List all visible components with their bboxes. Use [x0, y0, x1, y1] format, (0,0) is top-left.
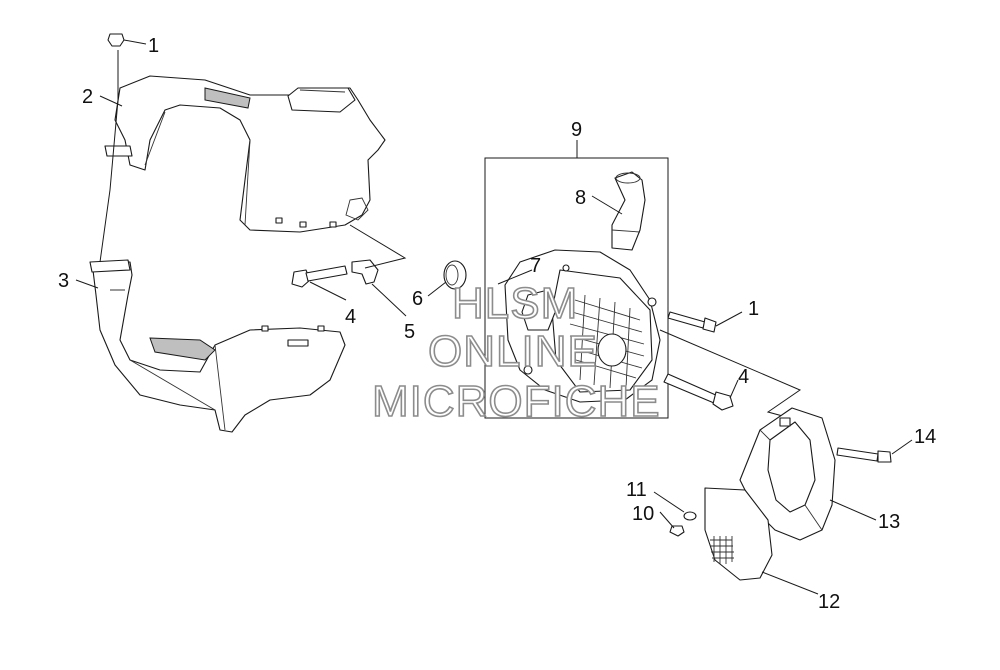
- callout-14: 14: [914, 426, 936, 448]
- watermark-line-3: MICROFICHE: [372, 377, 661, 426]
- part-fan-housing: [504, 249, 661, 403]
- leader-cover-group: [659, 329, 802, 419]
- part-hose: [611, 171, 646, 251]
- callout-6: 6: [412, 288, 423, 310]
- callout-1-top: 1: [148, 35, 159, 57]
- part-lower-shroud: [89, 259, 346, 433]
- part-screw-top: [107, 33, 125, 47]
- watermark-line-2: ONLINE: [428, 327, 598, 376]
- part-nut: [669, 525, 685, 537]
- watermark: HLSM ONLINE MICROFICHE: [371, 278, 661, 427]
- part-bolt-right: [663, 373, 734, 411]
- part-washer: [683, 511, 697, 521]
- part-cap: [443, 260, 467, 290]
- frame-rod: [99, 50, 119, 263]
- callout-1-right: 1: [748, 298, 759, 320]
- part-clip: [351, 259, 379, 285]
- callout-labels: 1 2 3 4 5 6 7 8 9 1 4 14 11 10 13 12: [58, 35, 936, 613]
- part-screw-right: [667, 311, 717, 333]
- part-screw-14: [836, 447, 892, 463]
- part-screen: [704, 487, 773, 581]
- callout-12: 12: [818, 591, 840, 613]
- callout-4-left: 4: [345, 306, 356, 328]
- watermark-line-1: HLSM: [452, 279, 578, 328]
- part-9-bracket-box: [484, 140, 669, 419]
- callout-3: 3: [58, 270, 69, 292]
- callout-leaders: [75, 39, 913, 595]
- callout-4-right: 4: [738, 366, 749, 388]
- callout-9: 9: [571, 119, 582, 141]
- callout-2: 2: [82, 86, 93, 108]
- screen-mesh: [710, 536, 734, 564]
- part-bolt-left: [291, 265, 348, 288]
- callout-7: 7: [530, 255, 541, 277]
- callout-5: 5: [404, 321, 415, 343]
- callout-11: 11: [626, 479, 647, 501]
- callout-10: 10: [632, 503, 654, 525]
- leader-group-left: [349, 224, 407, 269]
- callout-8: 8: [575, 187, 586, 209]
- callout-13: 13: [878, 511, 900, 533]
- part-upper-shroud: [104, 75, 386, 233]
